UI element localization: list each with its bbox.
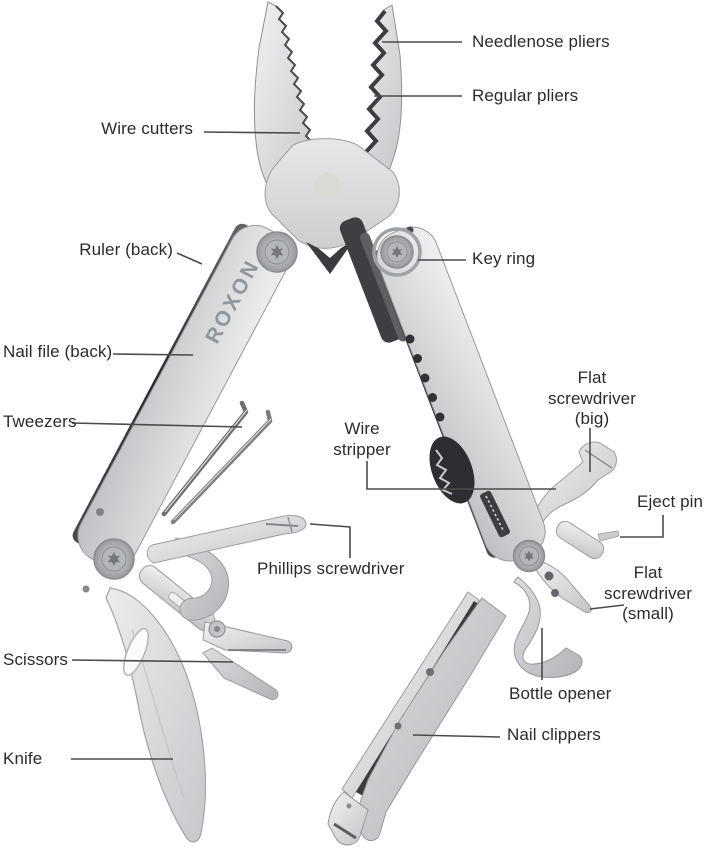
- flat-small-hole: [551, 589, 559, 597]
- callout-ruler: [176, 252, 203, 265]
- label-tweezers: Tweezers: [3, 412, 77, 431]
- right-handle-dots: [405, 334, 445, 422]
- left-handle-hole: [96, 508, 104, 516]
- hook-tool: [169, 537, 230, 621]
- label-bottle-opener: Bottle opener: [509, 684, 612, 703]
- callout-wirestripper: [366, 461, 556, 490]
- callout-lines: [71, 41, 664, 760]
- flat-screwdriver-small-tool: [533, 559, 592, 613]
- label-regular-pliers: Regular pliers: [472, 86, 579, 105]
- nail-clippers-hole: [394, 722, 402, 730]
- right-handle-bottom-screw: [512, 539, 546, 573]
- callout-tweezers: [71, 422, 243, 428]
- handle-gap-shadow: [306, 240, 354, 274]
- label-eject-pin: Eject pin: [637, 492, 704, 511]
- knife-tool: [105, 587, 207, 843]
- pliers-pivot-circle: [314, 173, 340, 199]
- knife-thumb-hole: [123, 627, 149, 677]
- nail-clippers-head: [327, 791, 369, 846]
- label-wire-cutters: Wire cutters: [101, 119, 193, 138]
- callout-phillips: [309, 523, 351, 558]
- needlenose-serration: [275, 5, 317, 157]
- label-key-ring: Key ring: [472, 249, 536, 268]
- bottle-opener-tool: [513, 576, 583, 678]
- left-handle-bottom-screw: [93, 538, 135, 580]
- right-handle: [339, 217, 546, 573]
- label-phillips-screwdriver: Phillips screwdriver: [257, 559, 405, 578]
- scissors-lower-blade: [202, 647, 279, 700]
- label-ruler-back: Ruler (back): [79, 240, 173, 259]
- label-nail-clippers: Nail clippers: [507, 725, 601, 744]
- eject-pin-tool: [555, 520, 620, 560]
- left-handle-hole: [82, 585, 90, 593]
- label-nail-file-back: Nail file (back): [3, 342, 113, 361]
- right-handle-body: [376, 226, 546, 562]
- callout-flatsmall: [589, 604, 625, 610]
- label-wire-stripper: Wire stripper: [333, 419, 391, 459]
- nail-clippers-body: [355, 597, 507, 842]
- scissors-tool: [138, 565, 293, 700]
- label-needlenose-pliers: Needlenose pliers: [472, 32, 610, 51]
- left-handle-top-screw: [256, 231, 298, 273]
- callout-ejectpin: [620, 515, 664, 538]
- callout-wirecutters: [203, 131, 301, 134]
- pliers-head: [253, 1, 403, 274]
- label-scissors: Scissors: [3, 650, 69, 669]
- flat-small-hole: [544, 571, 554, 581]
- nail-clippers-tool: [327, 591, 507, 846]
- callout-scissors: [71, 659, 234, 663]
- callout-nailfile: [112, 353, 194, 356]
- nail-clippers-hole: [426, 668, 434, 676]
- right-handle-top-screw: [380, 235, 414, 269]
- key-ring-circle: [372, 227, 422, 277]
- flat-screwdriver-big-tool: [532, 441, 617, 525]
- regular-jaw-serration: [354, 9, 389, 163]
- label-knife: Knife: [3, 749, 43, 768]
- label-flat-screwdriver-big: Flat screwdriver (big): [547, 368, 636, 429]
- label-flat-screwdriver-small: Flat screwdriver (small): [603, 563, 693, 624]
- wire-stripper-notch: [429, 436, 475, 504]
- phillips-screwdriver-tool: [146, 515, 307, 564]
- callout-nailclippers: [412, 734, 501, 738]
